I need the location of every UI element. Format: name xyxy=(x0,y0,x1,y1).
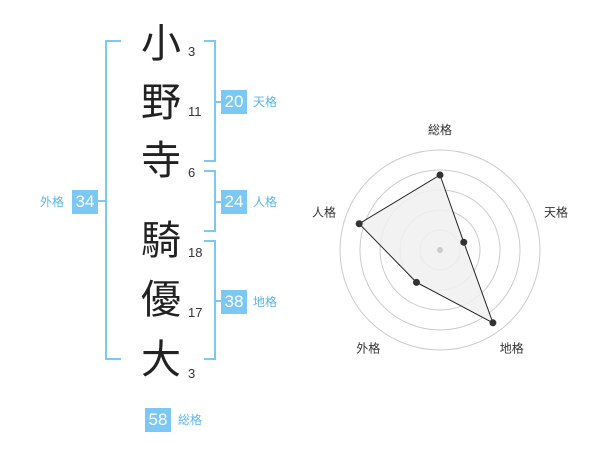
radar-axis-label-1: 総格 xyxy=(428,122,452,137)
char-6: 大 xyxy=(141,337,181,383)
tenkaku-tick xyxy=(214,101,222,103)
chikaku-tick xyxy=(214,300,222,302)
char-2: 野 xyxy=(141,80,181,126)
radar-axis-label-3: 地格 xyxy=(500,341,524,356)
jinkaku-value: 24 xyxy=(221,190,247,214)
radar-axis-label-4: 外格 xyxy=(356,341,380,356)
radar-points xyxy=(355,171,497,327)
char-4: 騎 xyxy=(141,218,181,264)
gaikaku-tick xyxy=(96,200,106,202)
gaikaku-value: 34 xyxy=(72,190,98,214)
radar-point-1 xyxy=(436,171,444,179)
jinkaku-label: 人格 xyxy=(253,195,278,209)
char-5: 優 xyxy=(141,277,181,323)
radar-point-2 xyxy=(460,238,468,246)
radar-axis-label-5: 人格 xyxy=(312,204,336,219)
stroke-count-2: 11 xyxy=(188,104,202,119)
soukaku-value: 58 xyxy=(145,408,171,432)
stroke-count-1: 3 xyxy=(188,44,196,59)
char-3: 寺 xyxy=(141,138,181,184)
stroke-count-4: 18 xyxy=(188,245,203,260)
stroke-count-3: 6 xyxy=(188,165,196,180)
radar-point-3 xyxy=(489,319,497,327)
soukaku-label: 総格 xyxy=(178,413,203,427)
stroke-count-5: 17 xyxy=(188,305,203,320)
chikaku-label: 地格 xyxy=(253,295,278,309)
tenkaku-label: 天格 xyxy=(253,95,278,109)
char-1: 小 xyxy=(141,21,181,67)
radar-point-5 xyxy=(355,220,363,228)
radar-center-dot xyxy=(437,247,443,253)
gaikaku-label: 外格 xyxy=(40,195,65,209)
radar-ring-4 xyxy=(359,169,521,331)
radar-axis-label-2: 天格 xyxy=(544,204,568,219)
radar-ring-5 xyxy=(339,149,541,351)
jinkaku-tick xyxy=(214,201,222,203)
tenkaku-value: 20 xyxy=(221,90,247,114)
radar-point-4 xyxy=(412,278,420,286)
gaikaku-bracket xyxy=(105,40,121,360)
stroke-count-6: 3 xyxy=(188,366,196,381)
radar-area xyxy=(358,174,494,324)
chikaku-value: 38 xyxy=(221,290,247,314)
